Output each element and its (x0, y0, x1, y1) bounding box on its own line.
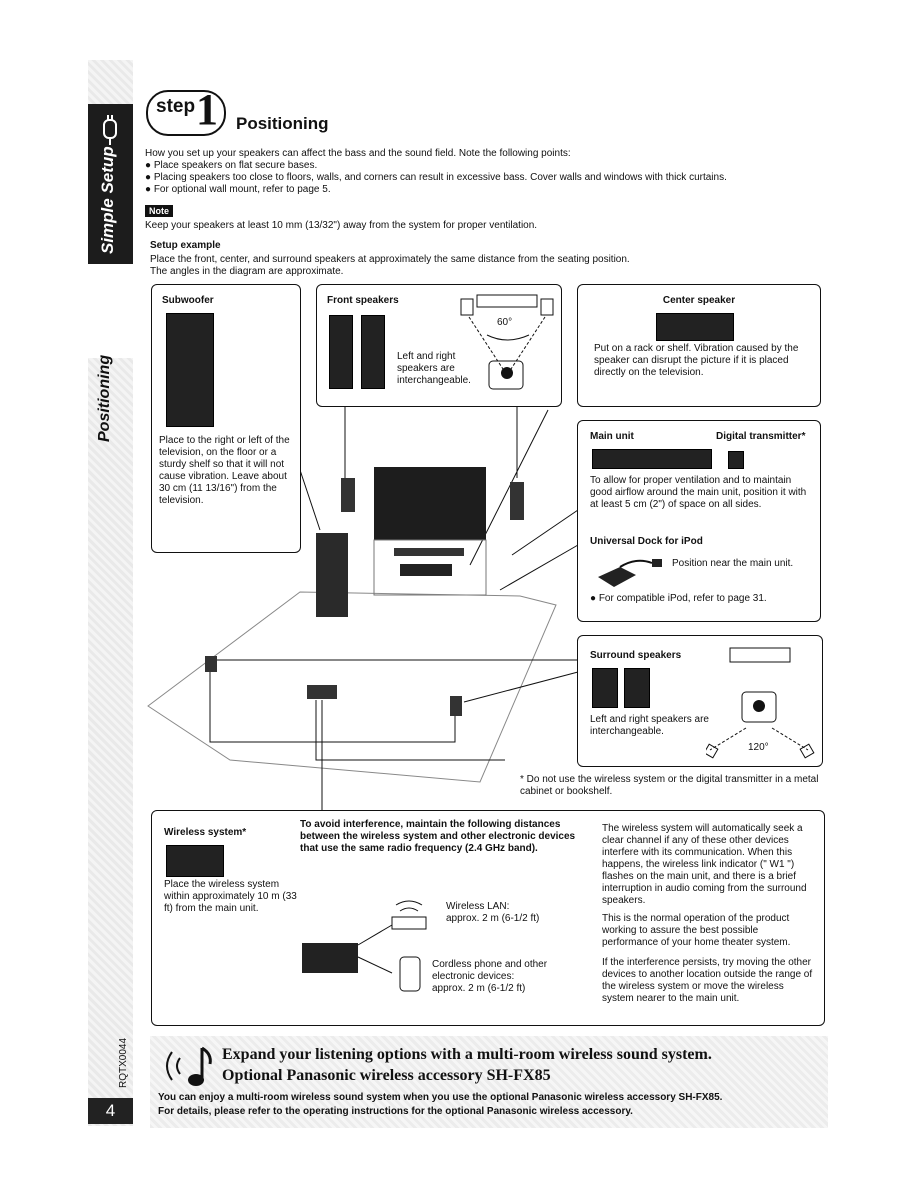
wireless-text: Place the wireless system within approxi… (164, 879, 297, 914)
transmitter-title: Digital transmitter* (716, 431, 806, 442)
phone-label: Cordless phone and other electronic devi… (432, 959, 548, 982)
listening-diagram-icon (459, 289, 555, 393)
wireless-para2: This is the normal operation of the prod… (602, 913, 791, 948)
wireless-music-icon (158, 1042, 218, 1090)
main-unit-text: To allow for proper ventilation and to m… (590, 475, 807, 510)
setup-line2: The angles in the diagram are approximat… (150, 266, 344, 277)
subwoofer-text: Place to the right or left of the televi… (159, 435, 290, 506)
wireless-title: Wireless system* (164, 827, 247, 838)
dock-title: Universal Dock for iPod (590, 536, 703, 547)
main-unit-panel: Main unit Digital transmitter* To allow … (577, 420, 821, 622)
wireless-panel: Wireless system* Place the wireless syst… (151, 810, 825, 1026)
banner-body2: For details, please refer to the operati… (158, 1106, 633, 1117)
step-word: step (156, 96, 196, 117)
front-title: Front speakers (327, 295, 399, 306)
front-angle: 60° (497, 317, 513, 328)
surround-speaker-image (624, 668, 650, 708)
dock-text: Position near the main unit. (672, 558, 794, 569)
center-title: Center speaker (662, 295, 736, 306)
wireless-para1: The wireless system will automatically s… (602, 823, 807, 906)
center-speaker-image (656, 313, 734, 341)
center-text: Put on a rack or shelf. Vibration caused… (594, 343, 799, 378)
intro: How you set up your speakers can affect … (145, 148, 865, 196)
setup-line1: Place the front, center, and surround sp… (150, 254, 630, 265)
phone-dist: approx. 2 m (6-1/2 ft) (432, 983, 526, 994)
surround-angle: 120° (748, 742, 769, 753)
page-title: Positioning (236, 114, 329, 133)
surround-speaker-image (592, 668, 618, 708)
intro-bullet: ● Placing speakers too close to floors, … (145, 172, 727, 183)
banner-body1: You can enjoy a multi-room wireless soun… (158, 1092, 723, 1103)
setup-heading: Setup example (150, 240, 221, 251)
plug-icon (99, 114, 121, 146)
footnote: * Do not use the wireless system or the … (520, 774, 819, 797)
center-speaker-panel: Center speaker Put on a rack or shelf. V… (577, 284, 821, 407)
front-speaker-image (361, 315, 385, 389)
subwoofer-image (166, 313, 214, 427)
main-unit-image (592, 449, 712, 469)
banner-line2: Optional Panasonic wireless accessory SH… (222, 1067, 551, 1084)
front-speaker-image (329, 315, 353, 389)
note-text: Keep your speakers at least 10 mm (13/32… (145, 220, 538, 231)
page-number: 4 (88, 1098, 133, 1124)
banner-line1: Expand your listening options with a mul… (222, 1046, 712, 1063)
intro-lead: How you set up your speakers can affect … (145, 148, 571, 159)
dock-bullet: ● For compatible iPod, refer to page 31. (590, 593, 767, 604)
lan-dist: approx. 2 m (6-1/2 ft) (446, 913, 540, 924)
step-badge: step 1 (146, 85, 226, 136)
main-unit-title: Main unit (590, 431, 634, 442)
transmitter-image (728, 451, 744, 469)
subwoofer-title: Subwoofer (162, 295, 214, 306)
front-text: Left and right speakers are interchangea… (397, 351, 471, 386)
interference-diagram (300, 897, 440, 997)
front-speakers-panel: Front speakers Left and right speakers a… (316, 284, 562, 407)
intro-bullet: ● For optional wall mount, refer to page… (145, 184, 331, 195)
intro-bullet: ● Place speakers on flat secure bases. (145, 160, 318, 171)
note-label: Note (145, 205, 173, 217)
surround-text: Left and right speakers are interchangea… (590, 714, 709, 737)
ipod-dock-icon (596, 555, 666, 589)
section-tab: Simple Setup (88, 104, 133, 264)
lan-label: Wireless LAN: (446, 901, 510, 912)
wireless-para3: If the interference persists, try moving… (602, 957, 813, 1004)
accessory-banner: Expand your listening options with a mul… (150, 1036, 828, 1128)
tab-gap (88, 264, 133, 358)
subwoofer-panel: Subwoofer Place to the right or left of … (151, 284, 301, 553)
step-number: 1 (196, 85, 218, 134)
surround-diagram-icon (706, 642, 816, 764)
interference-heading: To avoid interference, maintain the foll… (300, 819, 576, 854)
surround-title: Surround speakers (590, 650, 682, 661)
surround-speakers-panel: Surround speakers Left and right speaker… (577, 635, 823, 767)
wireless-system-image (166, 845, 224, 877)
